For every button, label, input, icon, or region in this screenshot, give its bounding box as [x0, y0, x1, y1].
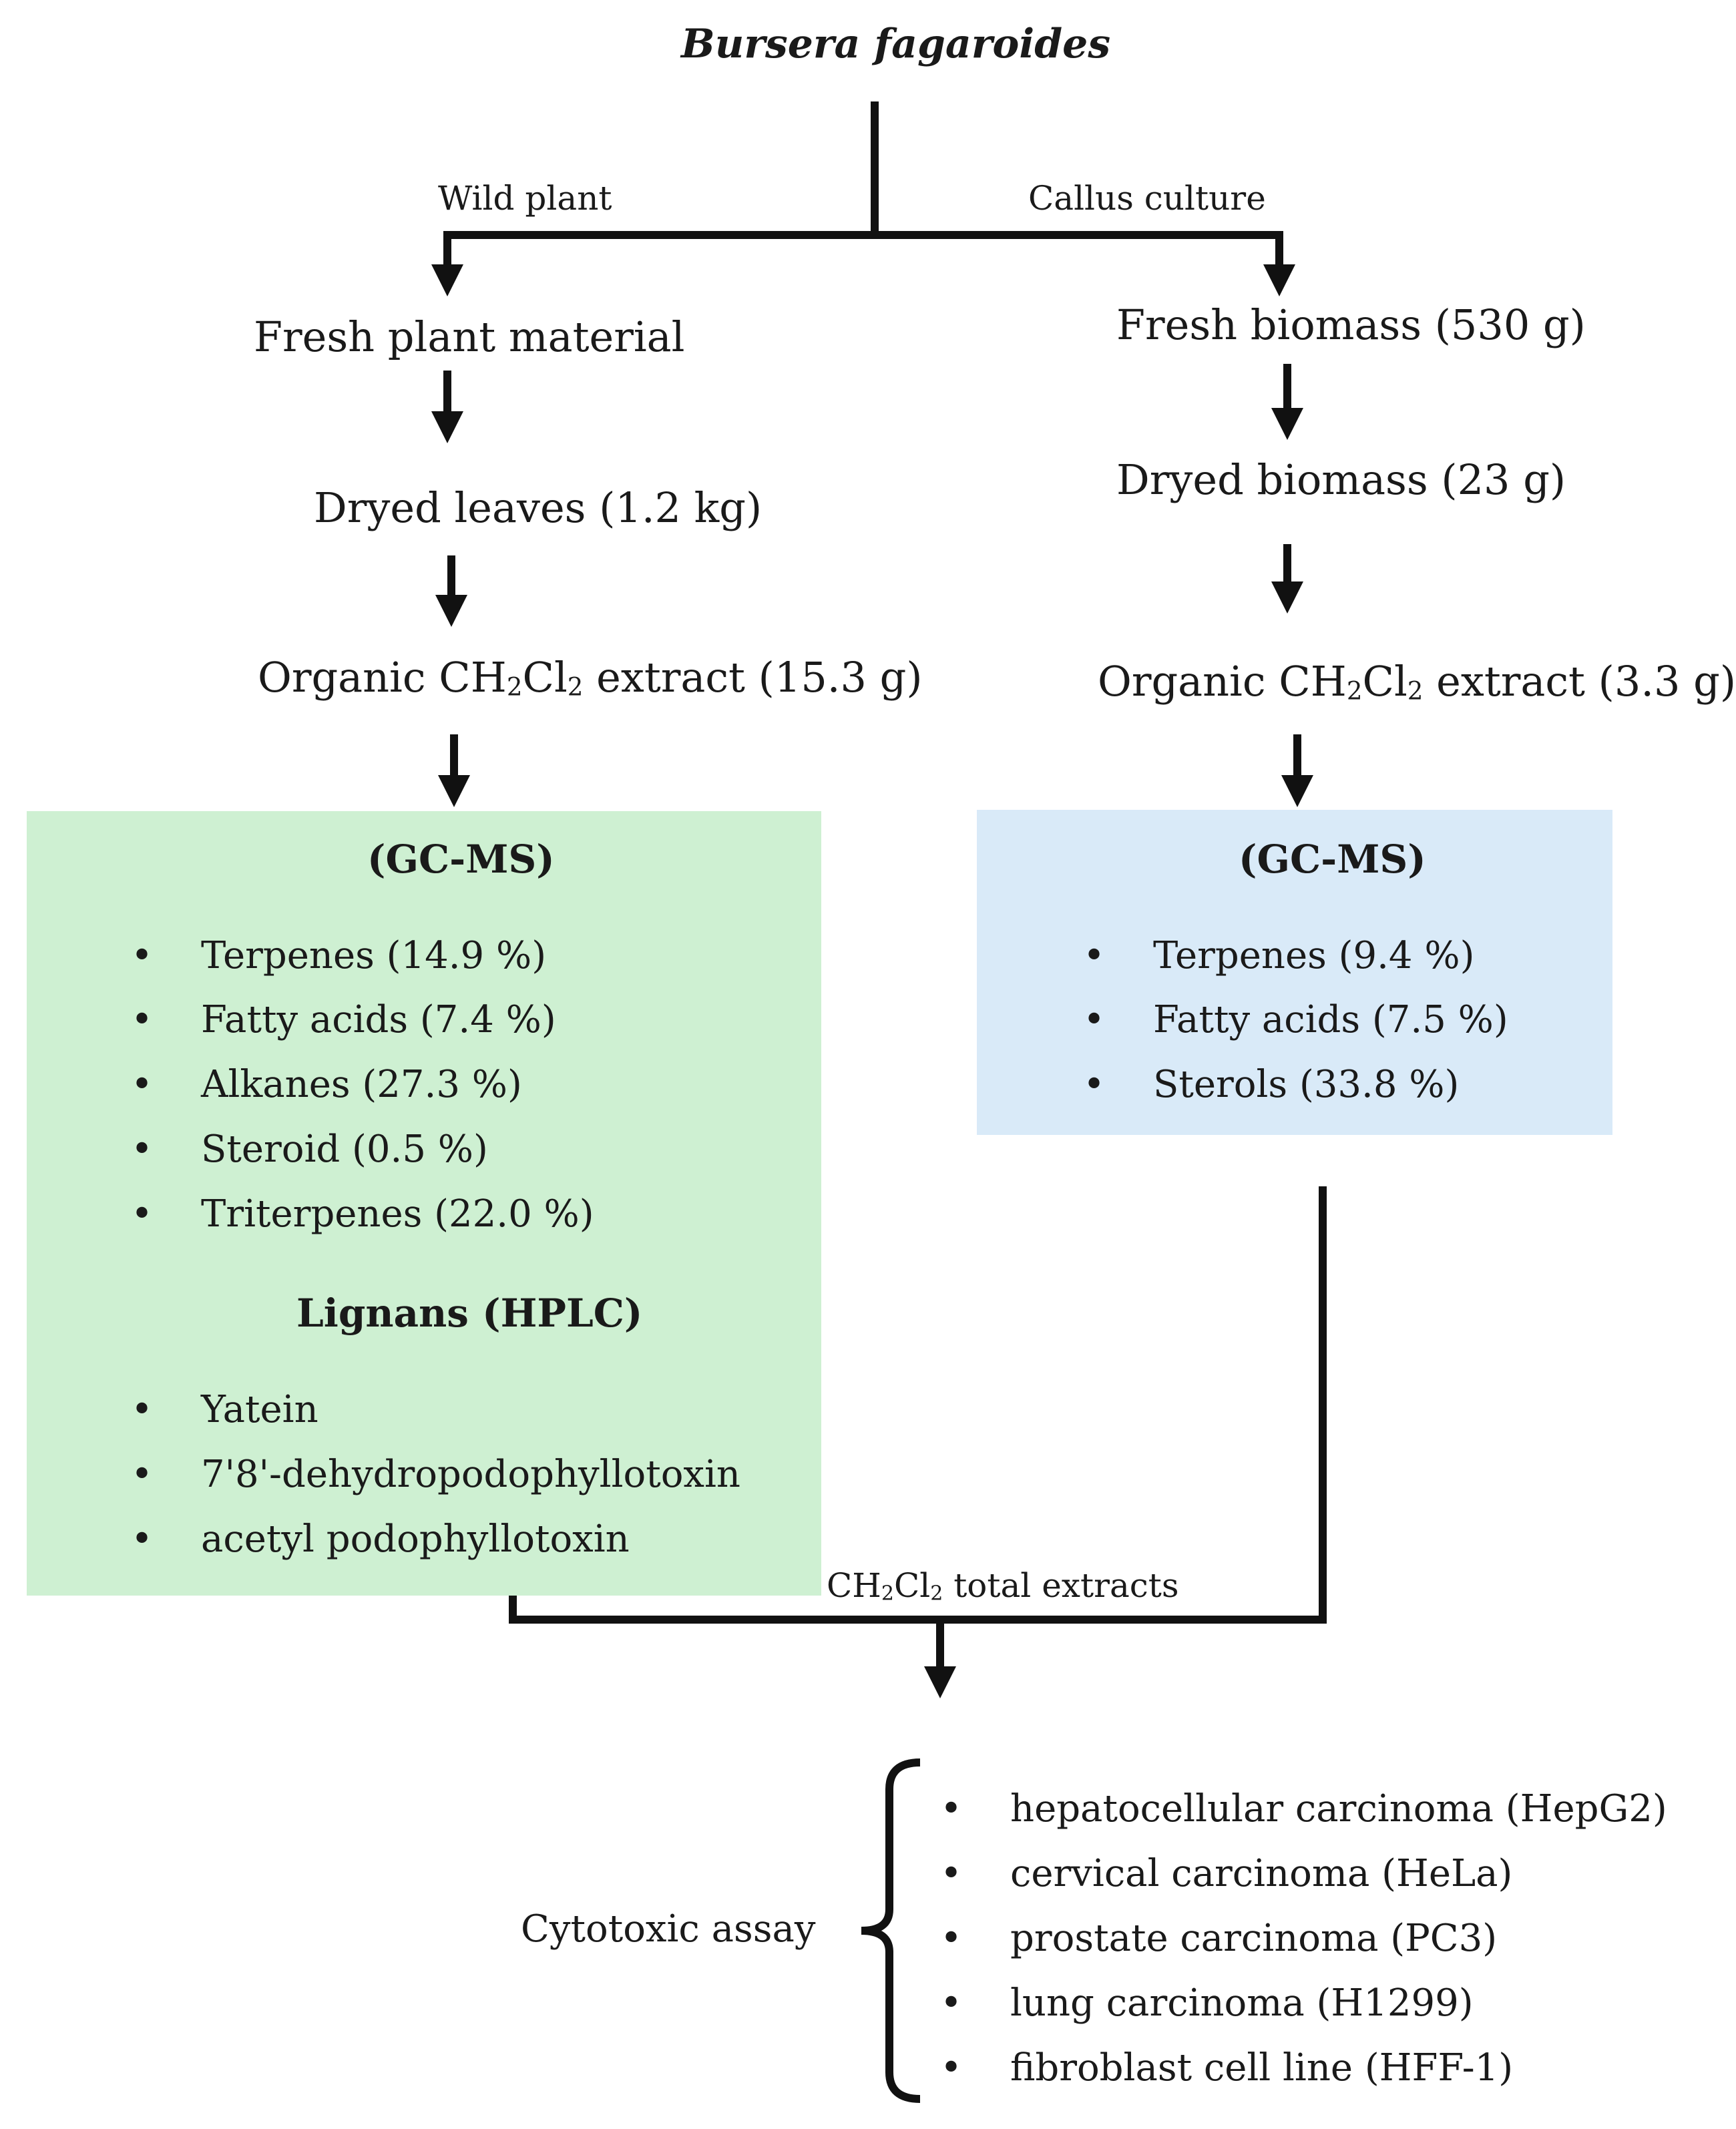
list-item: •Yatein: [131, 1388, 318, 1431]
list-item: •Alkanes (27.3 %): [131, 1063, 522, 1106]
wild-results-box: [27, 811, 821, 1596]
callus-gcms-header: (GC-MS): [1239, 837, 1426, 882]
list-item: •prostate carcinoma (PC3): [940, 1917, 1498, 1960]
list-item: •lung carcinoma (H1299): [940, 1981, 1474, 2025]
diagram-title: Bursera fagaroides: [681, 21, 1111, 67]
list-item: •Triterpenes (22.0 %): [131, 1192, 594, 1236]
assay-brace: [861, 1758, 921, 2103]
list-item: •cervical carcinoma (HeLa): [940, 1852, 1513, 1895]
wild-step-extract: Organic CH2Cl2 extract (15.3 g): [258, 653, 923, 702]
wild-gcms-header: (GC-MS): [367, 837, 555, 882]
callus-step-extract: Organic CH2Cl2 extract (3.3 g): [1098, 657, 1736, 706]
merge-label: CH2Cl2 total extracts: [827, 1566, 1179, 1606]
list-item: •Fatty acids (7.4 %): [131, 998, 556, 1041]
cytotoxic-assay-label: Cytotoxic assay: [521, 1907, 816, 1951]
list-item: •Terpenes (9.4 %): [1083, 934, 1475, 977]
list-item: •hepatocellular carcinoma (HepG2): [940, 1787, 1667, 1831]
callus-step-fresh-biomass: Fresh biomass (530 g): [1116, 300, 1586, 349]
wild-step-fresh-material: Fresh plant material: [254, 312, 685, 361]
list-item: •7'8'-dehydropodophyllotoxin: [131, 1453, 740, 1496]
wild-step-dryed-leaves: Dryed leaves (1.2 kg): [314, 483, 763, 532]
wild-hplc-header: Lignans (HPLC): [296, 1290, 643, 1336]
list-item: •Sterols (33.8 %): [1083, 1063, 1460, 1106]
list-item: •Terpenes (14.9 %): [131, 934, 547, 977]
list-item: •Steroid (0.5 %): [131, 1128, 488, 1171]
callus-step-dryed-biomass: Dryed biomass (23 g): [1116, 455, 1566, 504]
flow-connectors: [431, 101, 1327, 2103]
callus-results-box: [977, 810, 1612, 1135]
wild-plant-label: Wild plant: [438, 179, 612, 218]
list-item: •Fatty acids (7.5 %): [1083, 998, 1508, 1041]
callus-culture-label: Callus culture: [1028, 179, 1266, 218]
list-item: •acetyl podophyllotoxin: [131, 1517, 630, 1561]
list-item: •fibroblast cell line (HFF-1): [940, 2046, 1514, 2090]
